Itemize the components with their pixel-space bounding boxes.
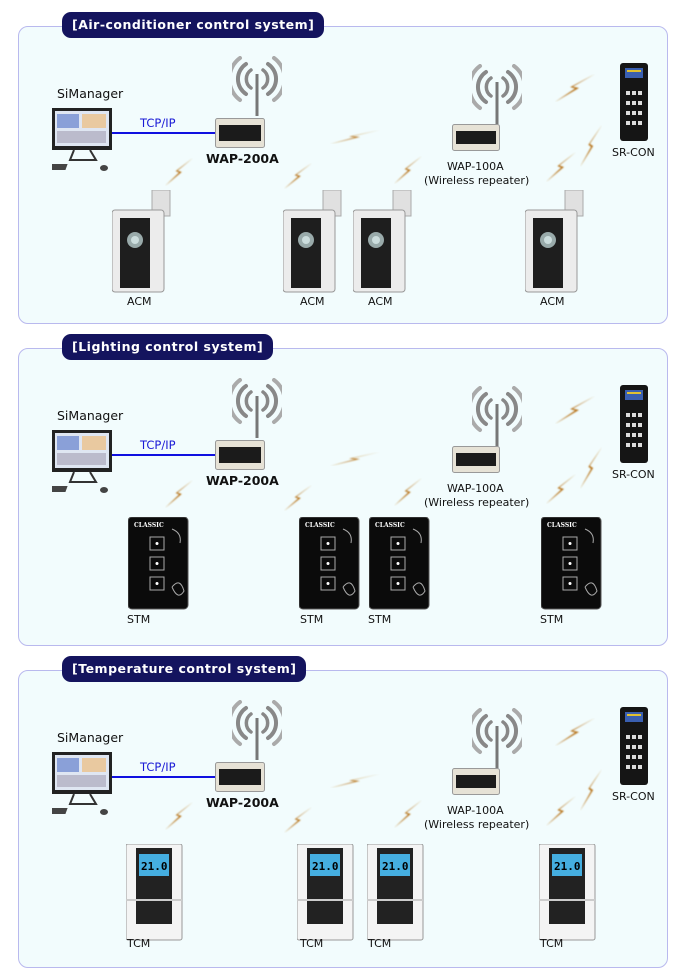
tcpip-link <box>112 132 216 134</box>
antenna-waves-icon <box>227 56 287 120</box>
computer-icon <box>25 430 114 496</box>
stm-device: CLASSIC <box>127 516 190 621</box>
wireless-bolt-icon <box>394 478 422 506</box>
svg-text:21.0: 21.0 <box>382 860 409 873</box>
wap-200a-label: WAP-200A <box>206 151 279 166</box>
wap-200a-device <box>215 440 265 470</box>
svg-text:CLASSIC: CLASSIC <box>305 522 335 529</box>
wireless-bolt-icon <box>284 807 312 833</box>
wap-100a-device <box>452 124 500 151</box>
svg-text:CLASSIC: CLASSIC <box>134 522 164 529</box>
tcpip-link <box>112 454 216 456</box>
svg-text:21.0: 21.0 <box>312 860 339 873</box>
wap-100a-sublabel: (Wireless repeater) <box>424 496 530 509</box>
wap-200a-device <box>215 762 265 792</box>
simanager-label: SiManager <box>57 408 124 423</box>
tcm-label: TCM <box>300 937 324 950</box>
tcpip-label: TCP/IP <box>140 760 176 774</box>
tcm-device: 21.0 <box>125 843 188 948</box>
wireless-bolt-icon <box>555 718 595 746</box>
sr-con-label: SR-CON <box>612 790 655 803</box>
antenna-waves-icon <box>467 708 527 772</box>
antenna-waves-icon <box>467 64 527 128</box>
antenna-waves-icon <box>467 386 527 450</box>
wireless-bolt-icon <box>580 447 602 489</box>
antenna-waves-icon <box>227 378 287 442</box>
wireless-bolt-icon <box>394 800 422 828</box>
remote-control-icon <box>620 707 648 785</box>
wireless-bolt-icon <box>546 796 576 826</box>
wap-100a-label: WAP-100A <box>447 160 504 173</box>
wireless-bolt-icon <box>165 158 193 186</box>
wireless-bolt-icon <box>580 769 602 811</box>
tcm-label: TCM <box>540 937 564 950</box>
tcpip-label: TCP/IP <box>140 438 176 452</box>
wireless-bolt-icon <box>165 480 193 508</box>
tcm-label: TCM <box>368 937 392 950</box>
acm-label: ACM <box>300 295 325 308</box>
acm-device <box>524 189 587 294</box>
computer-icon <box>25 108 114 174</box>
wireless-bolt-icon <box>165 802 193 830</box>
wireless-bolt-icon <box>555 74 595 102</box>
antenna-waves-icon <box>227 700 287 764</box>
wireless-bolt-icon <box>330 773 380 788</box>
stm-device: CLASSIC <box>540 516 603 621</box>
wireless-bolt-icon <box>580 125 602 167</box>
tcm-label: TCM <box>127 937 151 950</box>
acm-device <box>111 189 174 294</box>
wap-100a-device <box>452 446 500 473</box>
wireless-bolt-icon <box>330 129 380 144</box>
tcm-device: 21.0 <box>366 843 429 948</box>
wireless-bolt-icon <box>555 396 595 424</box>
stm-device: CLASSIC <box>368 516 431 621</box>
simanager-label: SiManager <box>57 730 124 745</box>
tcm-device: 21.0 <box>296 843 359 948</box>
sr-con-label: SR-CON <box>612 468 655 481</box>
remote-control-icon <box>620 63 648 141</box>
tcpip-link <box>112 776 216 778</box>
wap-200a-device <box>215 118 265 148</box>
panel-title: [Air-conditioner control system] <box>62 12 325 38</box>
wireless-bolt-icon <box>284 485 312 511</box>
acm-label: ACM <box>540 295 565 308</box>
svg-text:CLASSIC: CLASSIC <box>375 522 405 529</box>
wireless-bolt-icon <box>546 152 576 182</box>
wap-100a-sublabel: (Wireless repeater) <box>424 174 530 187</box>
wap-100a-label: WAP-100A <box>447 482 504 495</box>
acm-device <box>282 189 345 294</box>
tcpip-label: TCP/IP <box>140 116 176 130</box>
wap-200a-label: WAP-200A <box>206 473 279 488</box>
acm-label: ACM <box>368 295 393 308</box>
remote-control-icon <box>620 385 648 463</box>
wap-200a-label: WAP-200A <box>206 795 279 810</box>
wireless-bolt-icon <box>546 474 576 504</box>
stm-label: STM <box>368 613 392 626</box>
wap-100a-sublabel: (Wireless repeater) <box>424 818 530 831</box>
wireless-bolt-icon <box>284 163 312 189</box>
sr-con-label: SR-CON <box>612 146 655 159</box>
stm-label: STM <box>300 613 324 626</box>
wap-100a-label: WAP-100A <box>447 804 504 817</box>
panel-title: [Lighting control system] <box>62 334 274 360</box>
acm-device <box>352 189 415 294</box>
stm-label: STM <box>540 613 564 626</box>
wap-100a-device <box>452 768 500 795</box>
svg-text:CLASSIC: CLASSIC <box>547 522 577 529</box>
simanager-label: SiManager <box>57 86 124 101</box>
computer-icon <box>25 752 114 818</box>
acm-label: ACM <box>127 295 152 308</box>
svg-text:21.0: 21.0 <box>554 860 581 873</box>
stm-device: CLASSIC <box>298 516 361 621</box>
tcm-device: 21.0 <box>538 843 601 948</box>
wireless-bolt-icon <box>330 451 380 466</box>
stm-label: STM <box>127 613 151 626</box>
wireless-bolt-icon <box>394 156 422 184</box>
panel-title: [Temperature control system] <box>62 656 307 682</box>
svg-text:21.0: 21.0 <box>141 860 168 873</box>
